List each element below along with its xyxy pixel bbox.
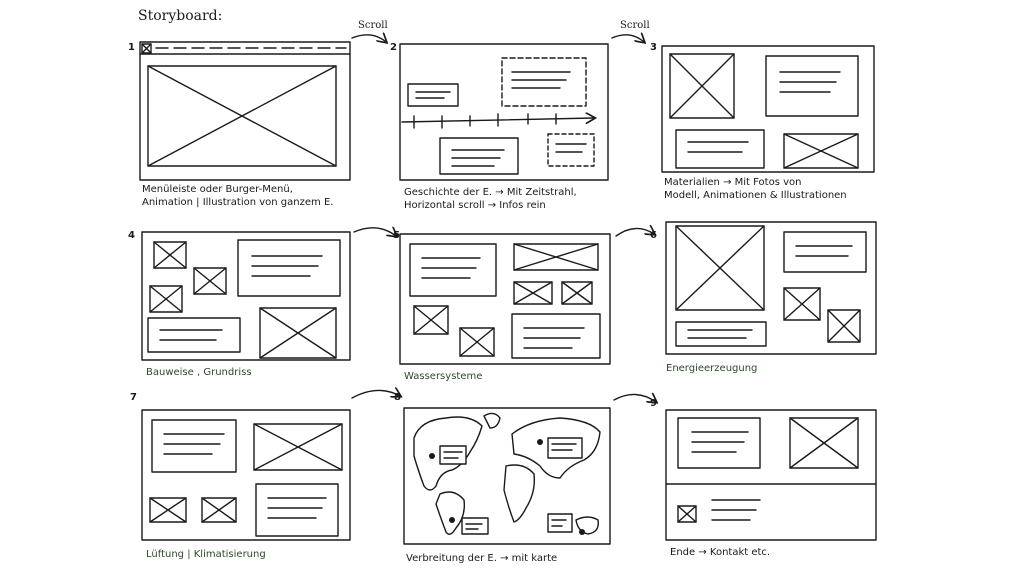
wireframe-frame-6 <box>665 221 877 355</box>
wireframe-frame-1 <box>139 41 351 181</box>
wireframe-frame-5 <box>399 233 611 365</box>
frame-number-4: 4 <box>128 230 135 241</box>
continent-australia <box>575 516 599 535</box>
wireframe-frame-8 <box>403 407 611 545</box>
caption-line: Lüftung | Klimatisierung <box>146 549 266 560</box>
continent-south-america <box>435 491 466 535</box>
wireframe-frame-3 <box>661 45 875 173</box>
caption-line: Animation | Illustration von ganzem E. <box>142 197 334 208</box>
frame-number-1: 1 <box>128 42 135 53</box>
caption-line: Geschichte der E. → Mit Zeitstrahl, <box>404 187 577 198</box>
continent-africa <box>503 464 536 523</box>
caption-line: Horizontal scroll → Infos rein <box>404 200 546 211</box>
caption-frame-8: Verbreitung der E. → mit karte <box>406 552 557 565</box>
wireframe-frame-7 <box>141 409 351 541</box>
caption-line: Menüleiste oder Burger-Menü, <box>142 184 293 195</box>
scroll-arrow-5 <box>351 390 400 399</box>
scroll-arrow-4 <box>615 228 654 237</box>
caption-frame-1: Menüleiste oder Burger-Menü, Animation |… <box>142 183 333 209</box>
continent-eurasia <box>511 417 601 479</box>
caption-line: Ende → Kontakt etc. <box>670 547 771 558</box>
caption-frame-5: Wassersysteme <box>404 370 482 383</box>
caption-line: Bauweise , Grundriss <box>146 367 252 378</box>
map-pin <box>449 517 455 523</box>
scroll-arrow-6 <box>613 394 656 402</box>
wireframe-frame-2 <box>399 43 609 181</box>
frame-number-2: 2 <box>390 42 397 53</box>
frame-number-7: 7 <box>130 392 137 403</box>
caption-frame-6: Energieerzeugung <box>666 362 757 375</box>
wireframe-frame-9 <box>665 409 877 541</box>
scroll-arrow-3 <box>353 228 396 236</box>
caption-line: Materialien → Mit Fotos von <box>664 177 802 188</box>
scroll-arrow-1 <box>351 35 386 42</box>
caption-line: Modell, Animationen & Illustrationen <box>664 190 847 201</box>
frame-number-3: 3 <box>650 42 657 53</box>
wireframe-frame-4 <box>141 231 351 361</box>
map-pin <box>579 529 585 535</box>
caption-frame-7: Lüftung | Klimatisierung <box>146 548 266 561</box>
caption-line: Wassersysteme <box>404 371 483 382</box>
continent-europe <box>483 412 501 429</box>
map-pin <box>537 439 543 445</box>
caption-frame-2: Geschichte der E. → Mit Zeitstrahl, Hori… <box>404 186 577 212</box>
map-pin <box>429 453 435 459</box>
caption-frame-3: Materialien → Mit Fotos von Modell, Anim… <box>664 176 847 202</box>
caption-line: Energieerzeugung <box>666 363 758 374</box>
storyboard-title: Storyboard: <box>138 8 223 24</box>
scroll-arrow-2 <box>611 35 644 42</box>
caption-line: Verbreitung der E. → mit karte <box>406 553 558 564</box>
caption-frame-9: Ende → Kontakt etc. <box>670 546 770 559</box>
caption-frame-4: Bauweise , Grundriss <box>146 366 252 379</box>
scroll-label-1: Scroll <box>358 20 388 31</box>
scroll-label-2: Scroll <box>620 20 650 31</box>
